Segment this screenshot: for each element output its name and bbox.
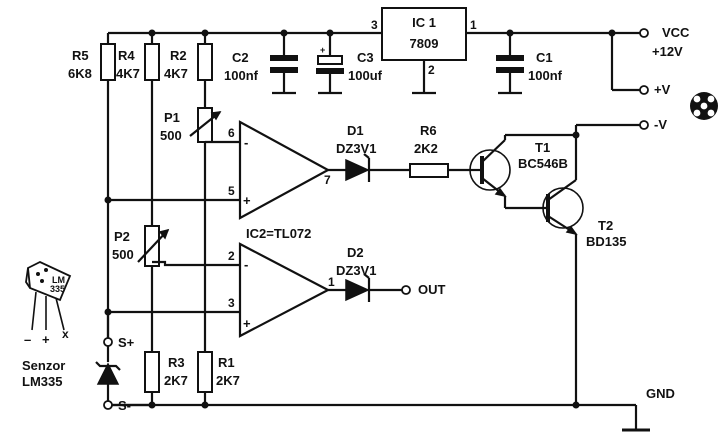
- r3-value: 2K7: [164, 373, 188, 388]
- opamp-lower-plus: +: [243, 316, 251, 331]
- t2-name: T2: [598, 218, 613, 233]
- d1-name: D1: [347, 123, 364, 138]
- opamp-name: IC2=TL072: [246, 226, 311, 241]
- sensor-package-icon: LM 335 – + x: [24, 261, 72, 347]
- sensor-label-1: Senzor: [22, 358, 65, 373]
- transistor-t2: T2 BD135: [542, 125, 626, 405]
- opamp-upper-plus: +: [243, 193, 251, 208]
- potentiometer-p1: P1 500: [160, 107, 222, 143]
- r2-value: 4K7: [164, 66, 188, 81]
- transistor-t1: T1 BC546B: [469, 133, 576, 210]
- opamp-upper: - + 6 5 7: [108, 120, 331, 220]
- supply-rail-wires: [108, 29, 640, 92]
- ground-bus: GND: [108, 386, 675, 432]
- resistor-r6: R6 2K2: [409, 123, 472, 178]
- pkg-text-1: LM: [52, 275, 65, 285]
- pin-1: 1: [328, 275, 335, 289]
- plus-v-label: +V: [654, 82, 671, 97]
- t1-part: BC546B: [518, 156, 568, 171]
- capacitor-c2: C2 100nf: [224, 33, 298, 95]
- pin-2: 2: [228, 249, 235, 263]
- vcc-value: +12V: [652, 44, 683, 59]
- ic1-part: 7809: [410, 36, 439, 51]
- ic1-pin-gnd: 2: [428, 63, 435, 77]
- resistor-r5: R5 6K8: [68, 43, 116, 81]
- sensor-section: S+ S- Senzor LM335: [22, 312, 152, 413]
- t2-part: BD135: [586, 234, 626, 249]
- lead-x: x: [62, 327, 69, 341]
- left-vertical-wires: [104, 33, 207, 405]
- ic1-regulator: IC 1 7809 3 1 2: [371, 7, 477, 95]
- potentiometer-p2: P2 500: [112, 225, 170, 267]
- gnd-label: GND: [646, 386, 675, 401]
- lead-minus: –: [24, 332, 31, 347]
- c3-plus-sign: +: [320, 45, 325, 55]
- opamp-lower-minus: -: [244, 257, 248, 272]
- ic1-pin-out: 1: [470, 18, 477, 32]
- pin-6: 6: [228, 126, 235, 140]
- capacitor-c1: C1 100nf: [496, 33, 563, 95]
- capacitor-c3: + C3 100uf: [316, 33, 383, 95]
- r1-name: R1: [218, 355, 235, 370]
- d1-value: DZ3V1: [336, 141, 376, 156]
- c3-name: C3: [357, 50, 374, 65]
- minus-v-label: -V: [654, 117, 667, 132]
- p2-value: 500: [112, 247, 134, 262]
- supply-terminals: VCC +12V +V -V: [639, 25, 690, 132]
- opamp-upper-minus: -: [244, 135, 248, 150]
- s-plus-label: S+: [118, 335, 135, 350]
- r5-value: 6K8: [68, 66, 92, 81]
- r4-name: R4: [118, 48, 135, 63]
- d2-name: D2: [347, 245, 364, 260]
- p1-value: 500: [160, 128, 182, 143]
- c1-value: 100nf: [528, 68, 563, 83]
- lead-plus: +: [42, 332, 50, 347]
- p2-name: P2: [114, 229, 130, 244]
- diode-d2: D2 DZ3V1 OUT: [328, 245, 446, 302]
- connector-icon: [690, 92, 718, 120]
- r1-value: 2K7: [216, 373, 240, 388]
- c2-name: C2: [232, 50, 249, 65]
- c1-name: C1: [536, 50, 553, 65]
- r6-name: R6: [420, 123, 437, 138]
- pin-7: 7: [324, 173, 331, 187]
- ic1-name: IC 1: [412, 15, 436, 30]
- r6-value: 2K2: [414, 141, 438, 156]
- pin-3: 3: [228, 296, 235, 310]
- r4-value: 4K7: [116, 66, 140, 81]
- pkg-text-2: 335: [50, 284, 65, 294]
- out-label: OUT: [418, 282, 446, 297]
- vcc-label: VCC: [662, 25, 690, 40]
- c3-value: 100uf: [348, 68, 383, 83]
- resistor-r1: R1 2K7: [197, 351, 240, 393]
- pin-5: 5: [228, 184, 235, 198]
- resistor-r2: R2 4K7: [164, 43, 213, 81]
- r3-name: R3: [168, 355, 185, 370]
- r5-name: R5: [72, 48, 89, 63]
- p1-name: P1: [164, 110, 180, 125]
- d2-value: DZ3V1: [336, 263, 376, 278]
- c2-value: 100nf: [224, 68, 259, 83]
- diode-d1: D1 DZ3V1: [328, 123, 410, 182]
- t1-name: T1: [535, 140, 550, 155]
- opamp-lower: - + 2 3 1 IC2=TL072: [108, 226, 335, 338]
- sensor-label-2: LM335: [22, 374, 62, 389]
- resistor-r4: R4 4K7: [116, 43, 160, 81]
- resistor-r3: R3 2K7: [144, 351, 188, 393]
- r2-name: R2: [170, 48, 187, 63]
- ic1-pin-in: 3: [371, 18, 378, 32]
